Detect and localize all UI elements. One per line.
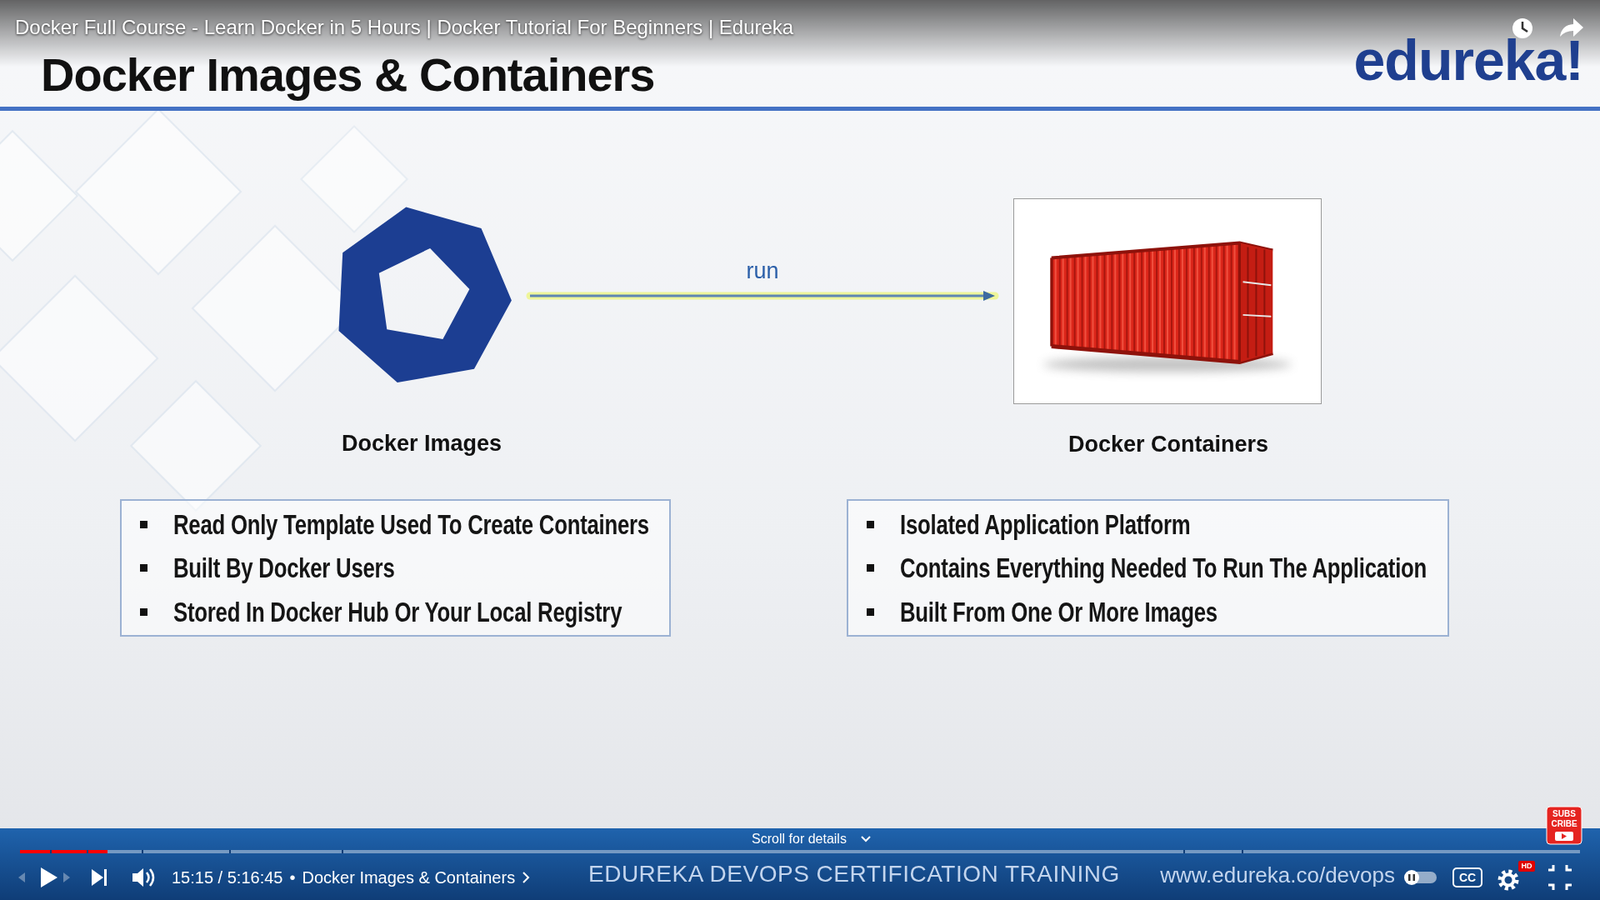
node-caption: Docker Containers <box>985 430 1352 459</box>
time-display: 15:15 / 5:16:45 <box>171 867 283 888</box>
chapter-gap <box>1183 850 1185 854</box>
bullet-square <box>866 608 875 616</box>
volume-icon <box>132 868 144 887</box>
seek-icon <box>63 872 70 883</box>
subscribe-logo-play <box>1561 833 1567 840</box>
bullet-box: Isolated Application PlatformContains Ev… <box>846 499 1450 637</box>
door-lock <box>1243 281 1272 285</box>
chapter-gap <box>86 850 89 854</box>
bullet-text: Read Only Template Used To Create Contai… <box>173 508 650 542</box>
chapter-gap <box>50 850 52 854</box>
lattice-square <box>130 380 261 511</box>
chapter-chevron <box>521 870 530 885</box>
hd-badge <box>1518 860 1535 872</box>
image-heptagon <box>339 207 512 383</box>
progress-played <box>20 850 108 854</box>
separator-dot: • <box>289 867 295 888</box>
hd-text: HD <box>1518 860 1535 872</box>
subscribe-text: CRIBE <box>1546 819 1582 830</box>
edge-label: run <box>695 256 830 285</box>
arrow-glow <box>530 292 995 300</box>
gear-teeth <box>1500 871 1517 889</box>
container-door <box>1240 243 1274 363</box>
chapter-gap <box>1241 850 1244 854</box>
next-bar <box>104 869 107 886</box>
bullet-box: Read Only Template Used To Create Contai… <box>120 499 671 637</box>
bullet-text: Stored In Docker Hub Or Your Local Regis… <box>173 595 622 630</box>
lattice-square <box>300 125 407 232</box>
lattice-square <box>192 225 358 391</box>
video-title: Docker Full Course - Learn Docker in 5 H… <box>15 15 794 40</box>
autoplay-pause <box>1408 874 1411 881</box>
cc-text: CC <box>1453 869 1482 886</box>
subscribe-text: SUBS <box>1546 809 1582 820</box>
slide-title: Docker Images & Containers <box>40 48 655 102</box>
door-lock <box>1243 315 1272 317</box>
bullet-square <box>866 520 875 529</box>
scroll-hint: Scroll for details <box>732 830 866 847</box>
subscribe-logo <box>1555 831 1574 841</box>
bullet-text: Isolated Application Platform <box>900 508 1190 542</box>
bullet-text: Contains Everything Needed To Run The Ap… <box>900 551 1427 585</box>
fullscreen-icon <box>1548 865 1572 890</box>
progress-track <box>20 850 1580 854</box>
lattice-square <box>75 109 241 275</box>
prev-icon <box>18 872 25 883</box>
door-bar <box>1246 247 1249 359</box>
chapter-row: 15:15 / 5:16:45 • Docker Images & Containe… <box>171 867 530 888</box>
container-illustration <box>1014 199 1321 404</box>
scroll-chevron <box>861 836 870 841</box>
gear-icon <box>1503 875 1515 886</box>
play-icon <box>40 867 58 888</box>
next-icon <box>91 869 104 886</box>
bullet-text: Built By Docker Users <box>173 551 395 585</box>
image-icon <box>330 204 514 388</box>
arrow-head <box>983 290 995 301</box>
door-bar <box>1255 249 1257 357</box>
autoplay-knob <box>1404 870 1420 885</box>
flow-arrow <box>530 290 995 301</box>
icon-node: Docker Images <box>330 204 514 388</box>
bullet-square <box>140 564 148 572</box>
lattice-square <box>0 130 78 261</box>
band-text: EDUREKA DEVOPS CERTIFICATION TRAINING <box>588 859 1120 890</box>
node-caption: Docker Images <box>246 429 597 458</box>
container-side <box>1051 243 1240 363</box>
arrow-line <box>530 295 987 298</box>
bullet-text: Built From One Or More Images <box>900 595 1218 630</box>
bullet-square <box>140 520 148 529</box>
container-corner <box>1238 243 1241 363</box>
watermark-url: www.edureka.co/devops <box>1160 861 1395 889</box>
chapter-gap <box>341 850 344 854</box>
header-rule <box>0 106 1600 111</box>
cc-icon <box>1453 868 1482 887</box>
door-bar <box>1263 250 1265 355</box>
autoplay-pause <box>1413 874 1416 881</box>
lattice-square <box>0 275 158 441</box>
chapter-gap <box>141 850 144 854</box>
bullet-square <box>866 564 875 572</box>
volume-wave <box>150 869 154 886</box>
chapter-name: Docker Images & Containers <box>301 867 515 888</box>
chapter-chevron-path <box>523 872 529 883</box>
footer-band <box>0 828 1600 900</box>
icon-node: Docker Containers <box>1013 198 1322 405</box>
brand-logo: edureka! <box>1354 30 1584 90</box>
bullet-square <box>140 608 148 616</box>
volume-wave <box>146 872 150 883</box>
chapter-gap <box>229 850 231 854</box>
container-corner <box>1050 257 1053 346</box>
subscribe-button <box>1546 806 1582 845</box>
